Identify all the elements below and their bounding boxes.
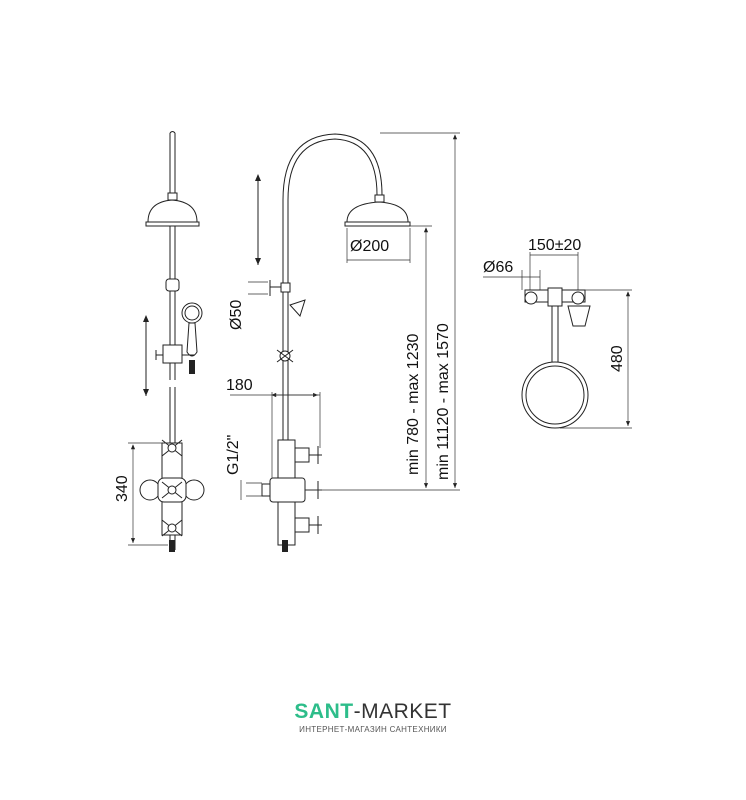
brand-tagline: ИНТЕРНЕТ-МАГАЗИН САНТЕХНИКИ	[299, 725, 447, 734]
dim-head-diameter: Ø200	[350, 238, 389, 255]
dim-head-height-range: min 780 - max 1230	[405, 333, 422, 475]
front-view: 340	[114, 131, 205, 552]
dim-valve-height: 340	[114, 475, 131, 502]
dim-hand-shower-diameter: Ø50	[228, 300, 245, 330]
dim-side-height: 480	[609, 345, 626, 372]
dim-inlet-spacing: 150±20	[528, 237, 581, 254]
dim-flange-diameter: Ø66	[483, 259, 513, 276]
cross-handle-icon	[161, 439, 183, 537]
top-view: 150±20 Ø66 480	[483, 237, 632, 429]
side-view: Ø50 180 G1/2" Ø200 min 780 - max 1230 mi…	[225, 132, 460, 552]
dim-thread: G1/2"	[225, 435, 242, 475]
dim-total-height-range: min 11120 - max 1570	[435, 323, 452, 480]
dim-projection: 180	[226, 377, 253, 394]
brand-logo: SANT-MARKET	[294, 700, 452, 723]
